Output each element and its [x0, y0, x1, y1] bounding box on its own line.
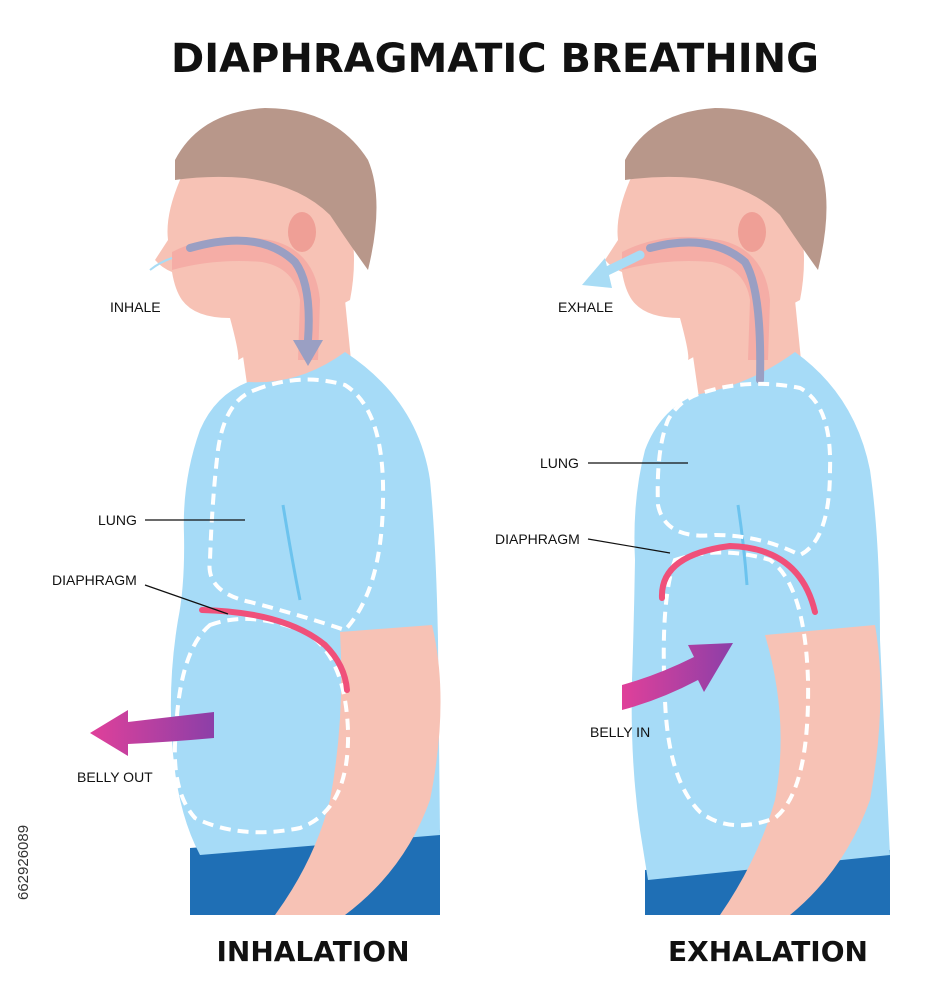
belly-outline: [661, 550, 811, 828]
exhale-arrow: [646, 238, 765, 384]
inhale-arrow-head: [293, 340, 323, 366]
lung-outline: [207, 377, 386, 633]
diaphragm-label: DIAPHRAGM: [495, 531, 580, 547]
exhalation-caption: EXHALATION: [668, 935, 868, 968]
ear: [738, 212, 766, 252]
inhalation-figure: [90, 108, 441, 915]
stock-id: 662926089: [15, 825, 32, 900]
diaphragm-line: [199, 607, 350, 693]
exhale-label: EXHALE: [558, 299, 613, 315]
diaphragm-label: DIAPHRAGM: [52, 572, 137, 588]
ear: [288, 212, 316, 252]
inhale-label: INHALE: [110, 299, 161, 315]
hair: [175, 108, 377, 270]
airway: [172, 236, 320, 360]
arm: [275, 625, 441, 915]
diaphragm-line: [658, 542, 818, 615]
page-title: DIAPHRAGMATIC BREATHING: [171, 36, 819, 82]
shirt-fold: [281, 504, 302, 601]
inhalation-caption: INHALATION: [216, 935, 409, 968]
inhale-arrow: [186, 236, 313, 344]
hair: [625, 108, 827, 270]
air-stream: [149, 257, 173, 271]
lung-label: LUNG: [540, 455, 579, 471]
airway: [622, 236, 770, 360]
exhalation-panel: EXHALE LUNG DIAPHRAGM BELLY IN EXHALATIO…: [495, 108, 890, 968]
exhale-air-arrow-head: [582, 258, 612, 288]
inhalation-panel: INHALE LUNG DIAPHRAGM BELLY OUT INHALATI…: [52, 108, 441, 968]
exhale-air-arrow: [600, 250, 645, 277]
lung-outline: [655, 381, 833, 558]
exhalation-figure: [582, 108, 890, 915]
lung-label: LUNG: [98, 512, 137, 528]
belly-in-arrow: [622, 643, 733, 710]
belly-in-label: BELLY IN: [590, 724, 650, 740]
diaphragm-leader: [587, 538, 671, 554]
belly-out-label: BELLY OUT: [77, 769, 153, 785]
belly-out-arrow: [90, 710, 214, 756]
diaphragm-leader: [144, 584, 229, 615]
